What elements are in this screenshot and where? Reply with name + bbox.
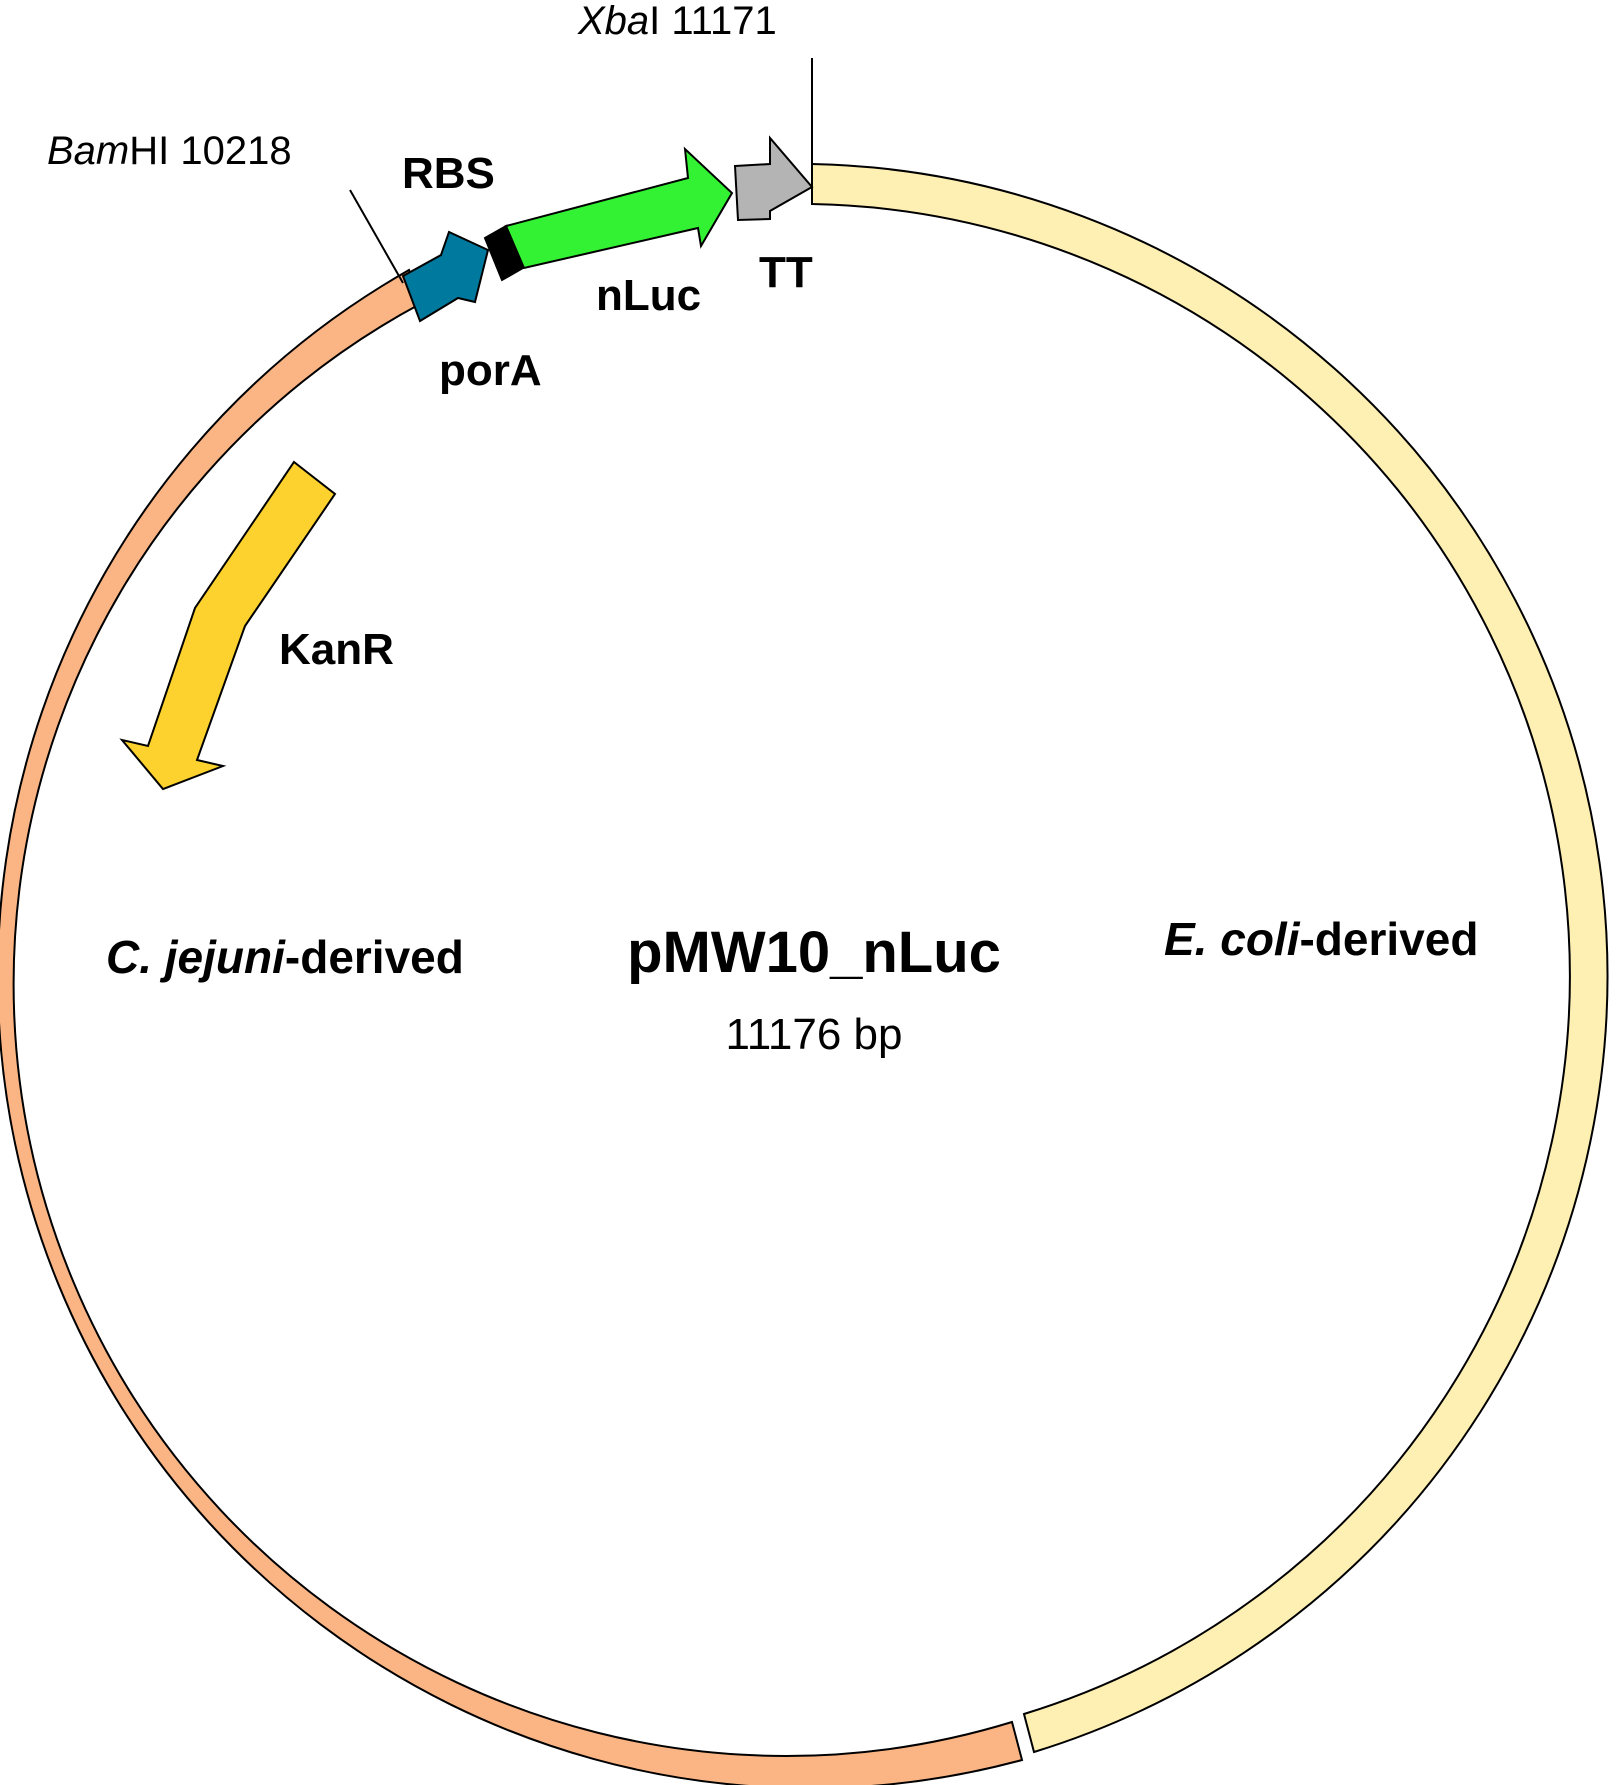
tt-label: TT [759, 248, 813, 297]
plasmid-name: pMW10_nLuc [627, 920, 1001, 985]
nluc-arrow [504, 146, 734, 270]
bamhi-site-label: BamHI 10218 [47, 129, 292, 173]
nluc-label: nLuc [596, 271, 701, 320]
tt-arrow [733, 135, 814, 222]
pora-label: porA [439, 346, 542, 395]
bamhi-site-line [349, 189, 404, 284]
rbs-label: RBS [402, 149, 495, 198]
ecoli-region-arc [811, 162, 1609, 1754]
kanr-label: KanR [279, 625, 394, 674]
pora-arrow [401, 230, 490, 323]
ecoli-region-label: E. coli-derived [1164, 913, 1478, 965]
xbai-site-label: XbaI 11171 [577, 0, 777, 43]
cjejuni-region-label: C. jejuni-derived [106, 931, 464, 983]
plasmid-size: 11176 bp [726, 1010, 903, 1059]
kanr-arrow [119, 460, 337, 791]
